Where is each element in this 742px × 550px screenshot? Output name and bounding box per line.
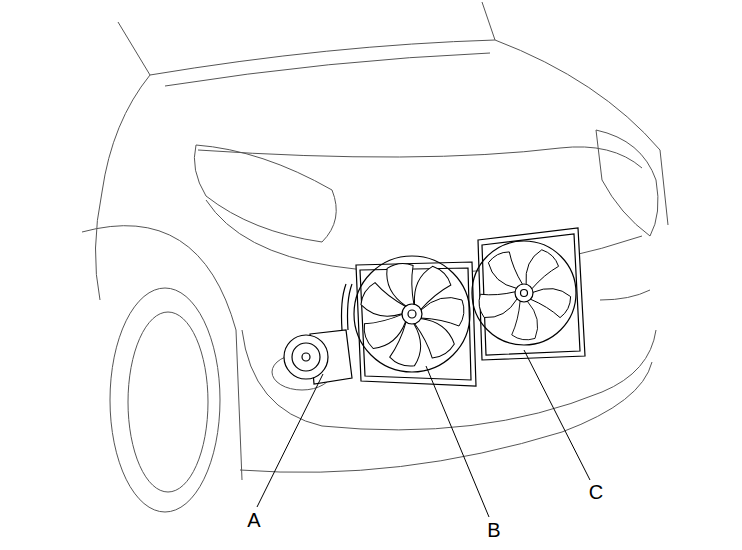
- condenser-fan: [472, 228, 585, 360]
- fan-ring: [354, 256, 470, 372]
- grille-line: [600, 290, 650, 300]
- tire: [128, 312, 208, 492]
- fan-shroud: [478, 228, 585, 360]
- wheel-arch: [82, 226, 242, 480]
- tire: [110, 288, 220, 512]
- cowl-line: [165, 53, 490, 86]
- a-pillar: [118, 22, 150, 75]
- fender-line: [102, 75, 150, 192]
- leader-line: [524, 350, 590, 480]
- fender-line: [495, 40, 668, 225]
- fender-line: [95, 192, 102, 300]
- fan-hub: [521, 290, 528, 297]
- clutch-pulley: [284, 335, 328, 379]
- leader-line: [257, 374, 323, 507]
- headlight: [194, 145, 336, 242]
- a-pillar: [482, 2, 495, 40]
- hose: [348, 284, 353, 330]
- car-body: [82, 2, 668, 512]
- clutch-hub: [302, 353, 310, 361]
- leader-lines: [257, 350, 590, 517]
- cowl-line: [150, 40, 495, 75]
- headlight: [596, 130, 658, 236]
- fan-ring: [472, 241, 576, 345]
- callout-letter: B: [487, 520, 500, 540]
- hood-edge: [198, 147, 642, 168]
- hose: [342, 284, 347, 330]
- fan-hub: [402, 304, 422, 324]
- radiator-fan: [354, 256, 476, 386]
- clutch-pulley: [292, 343, 320, 371]
- callout-letter: C: [589, 482, 603, 502]
- fan-hub: [408, 310, 416, 318]
- leader-line: [426, 366, 489, 517]
- fan-shroud: [356, 262, 476, 386]
- fan-hub: [515, 284, 533, 302]
- callout-letter: A: [247, 510, 260, 530]
- ac-compressor: [284, 284, 352, 384]
